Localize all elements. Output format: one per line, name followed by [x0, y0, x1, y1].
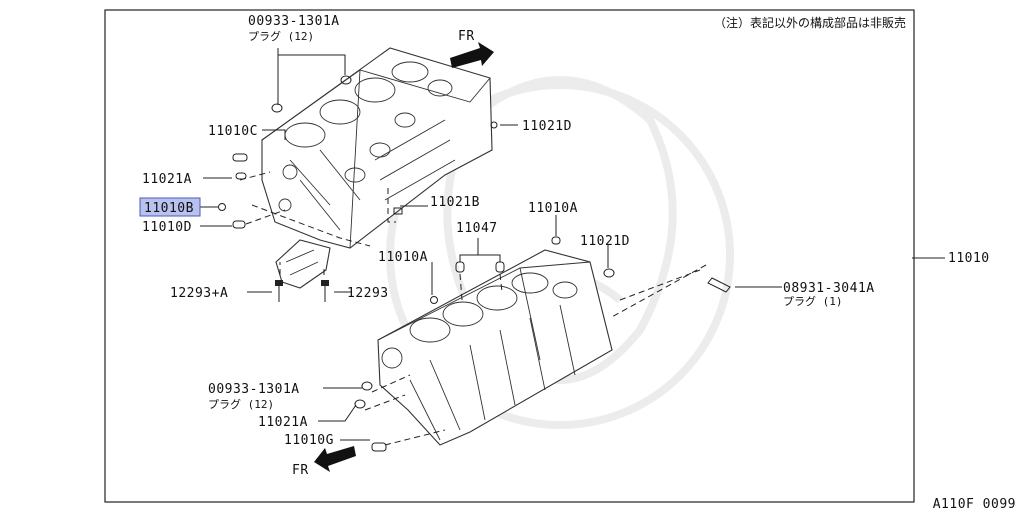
- diagram-frame: [104, 9, 915, 503]
- label-12293: 12293: [347, 286, 389, 301]
- label-11010A-right: 11010A: [528, 201, 578, 216]
- part-labels: 00933-1301A プラグ (12) 11010C 11021A 11010…: [139, 14, 990, 448]
- svg-text:FR: FR: [292, 463, 309, 478]
- label-12293A: 12293+A: [170, 286, 228, 301]
- label-00933-bottom: 00933-1301A: [208, 382, 300, 397]
- figure-code: A110F 0099: [933, 497, 1016, 511]
- label-11021A-bottom: 11021A: [258, 415, 308, 430]
- highlight-11010B[interactable]: [139, 197, 201, 217]
- label-00933-top: 00933-1301A: [248, 14, 340, 29]
- label-11010D: 11010D: [142, 220, 192, 235]
- label-11021A-top: 11021A: [142, 172, 192, 187]
- label-11021B: 11021B: [430, 195, 480, 210]
- lower-engine-block: [377, 249, 613, 446]
- label-11010B[interactable]: 11010B: [144, 201, 194, 216]
- label-08931-sub: プラグ (1): [783, 294, 843, 308]
- upper-engine-block: [261, 47, 493, 249]
- fr-arrow-bottom: FR: [292, 446, 356, 478]
- fr-arrow-top: FR: [450, 29, 494, 68]
- label-00933-top-sub: プラグ (12): [248, 29, 314, 43]
- label-00933-bottom-sub: プラグ (12): [208, 397, 274, 411]
- label-11010A-left: 11010A: [378, 250, 428, 265]
- label-11021D-top: 11021D: [522, 119, 572, 134]
- label-11010: 11010: [948, 251, 990, 266]
- note-text: （注）表記以外の構成部品は非販売: [714, 15, 906, 30]
- label-08931: 08931-3041A: [783, 281, 875, 296]
- label-11021D-right: 11021D: [580, 234, 630, 249]
- label-11010C: 11010C: [208, 124, 258, 139]
- label-11010G: 11010G: [284, 433, 334, 448]
- leader-lines: [200, 48, 945, 452]
- svg-text:FR: FR: [458, 29, 475, 44]
- label-11047: 11047: [456, 221, 498, 236]
